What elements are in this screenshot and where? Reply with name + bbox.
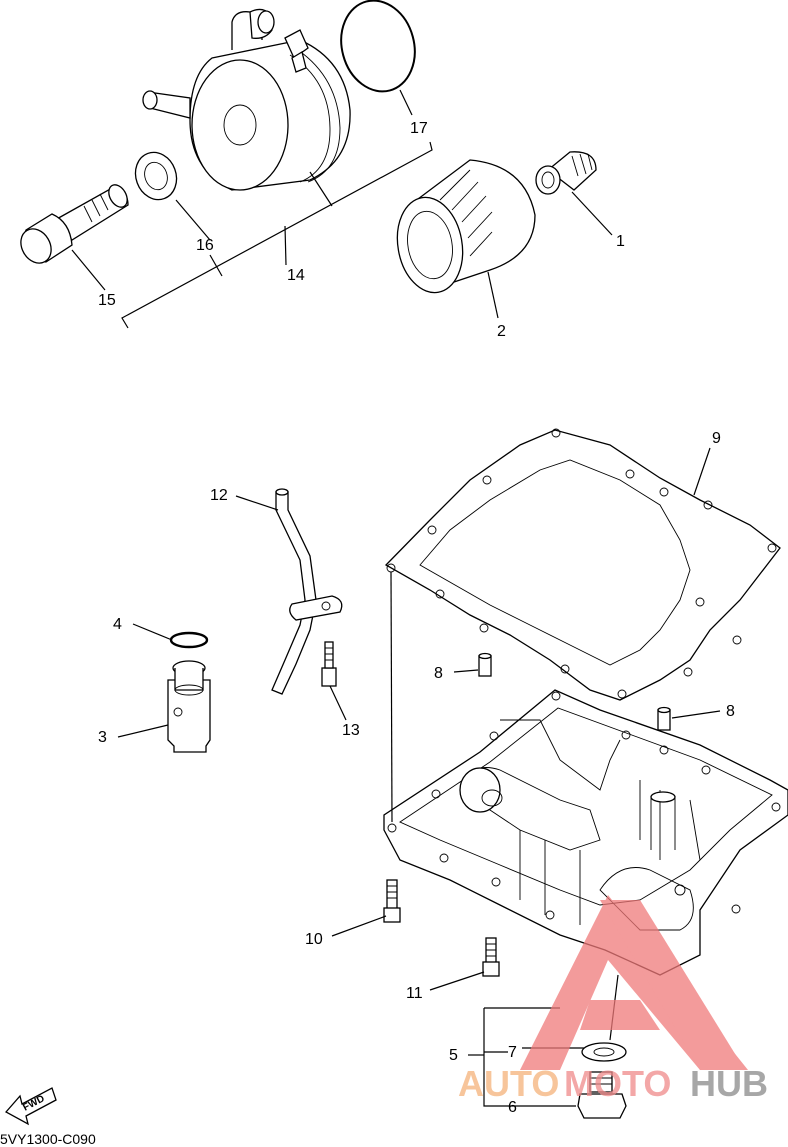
relief-valve-3: [167, 660, 211, 753]
callout-11: 11: [406, 985, 423, 1002]
dowel-pin-8a: [478, 652, 492, 677]
drain-bolt-6: [577, 1071, 627, 1119]
callout-14: 14: [287, 267, 305, 284]
callout-13: 13: [342, 722, 360, 739]
bolt-13: [321, 641, 337, 687]
callout-2: 2: [497, 323, 506, 340]
fwd-arrow-icon: FWD: [4, 1087, 57, 1126]
oil-pan-gasket-9: [384, 428, 781, 701]
oil-pipe-12: [271, 488, 343, 695]
oil-pan: [383, 689, 788, 976]
callout-12: 12: [210, 487, 228, 504]
diagram-code: 5VY1300-C090: [0, 1131, 96, 1147]
oil-cooler: [142, 8, 351, 191]
bolt-11: [482, 937, 500, 977]
callout-8b: 8: [726, 703, 735, 720]
bolt-1: [535, 151, 597, 195]
callout-5: 5: [449, 1047, 458, 1064]
dowel-pin-8b: [657, 706, 671, 731]
callout-17: 17: [410, 120, 428, 137]
watermark-text-moto: MOTO: [564, 1063, 671, 1104]
callout-10: 10: [305, 931, 323, 948]
callout-16: 16: [196, 237, 214, 254]
callout-1: 1: [616, 233, 625, 250]
gasket-washer-16: [134, 151, 178, 201]
watermark-text-hub: HUB: [690, 1063, 768, 1104]
drain-gasket-7: [581, 1042, 627, 1062]
callout-15: 15: [98, 292, 116, 309]
callout-4: 4: [113, 616, 122, 633]
bolt-10: [383, 879, 401, 923]
callout-labels: 1 2 3 4 5 6 7 8 8 9 10 11 12 13 14 15 16…: [98, 120, 735, 1116]
o-ring-4: [169, 631, 209, 649]
callout-6: 6: [508, 1099, 517, 1116]
callout-7: 7: [508, 1044, 517, 1061]
gasket-bolt-holes: [386, 428, 777, 699]
watermark-text-auto: AUTO: [458, 1063, 559, 1104]
union-bolt-15: [20, 184, 129, 264]
callout-3: 3: [98, 729, 107, 746]
watermark-logo: AUTO MOTO HUB: [458, 895, 768, 1104]
callout-9: 9: [712, 430, 721, 447]
callout-8a: 8: [434, 665, 443, 682]
o-ring-17: [340, 0, 416, 93]
oil-filter-2: [396, 159, 536, 294]
